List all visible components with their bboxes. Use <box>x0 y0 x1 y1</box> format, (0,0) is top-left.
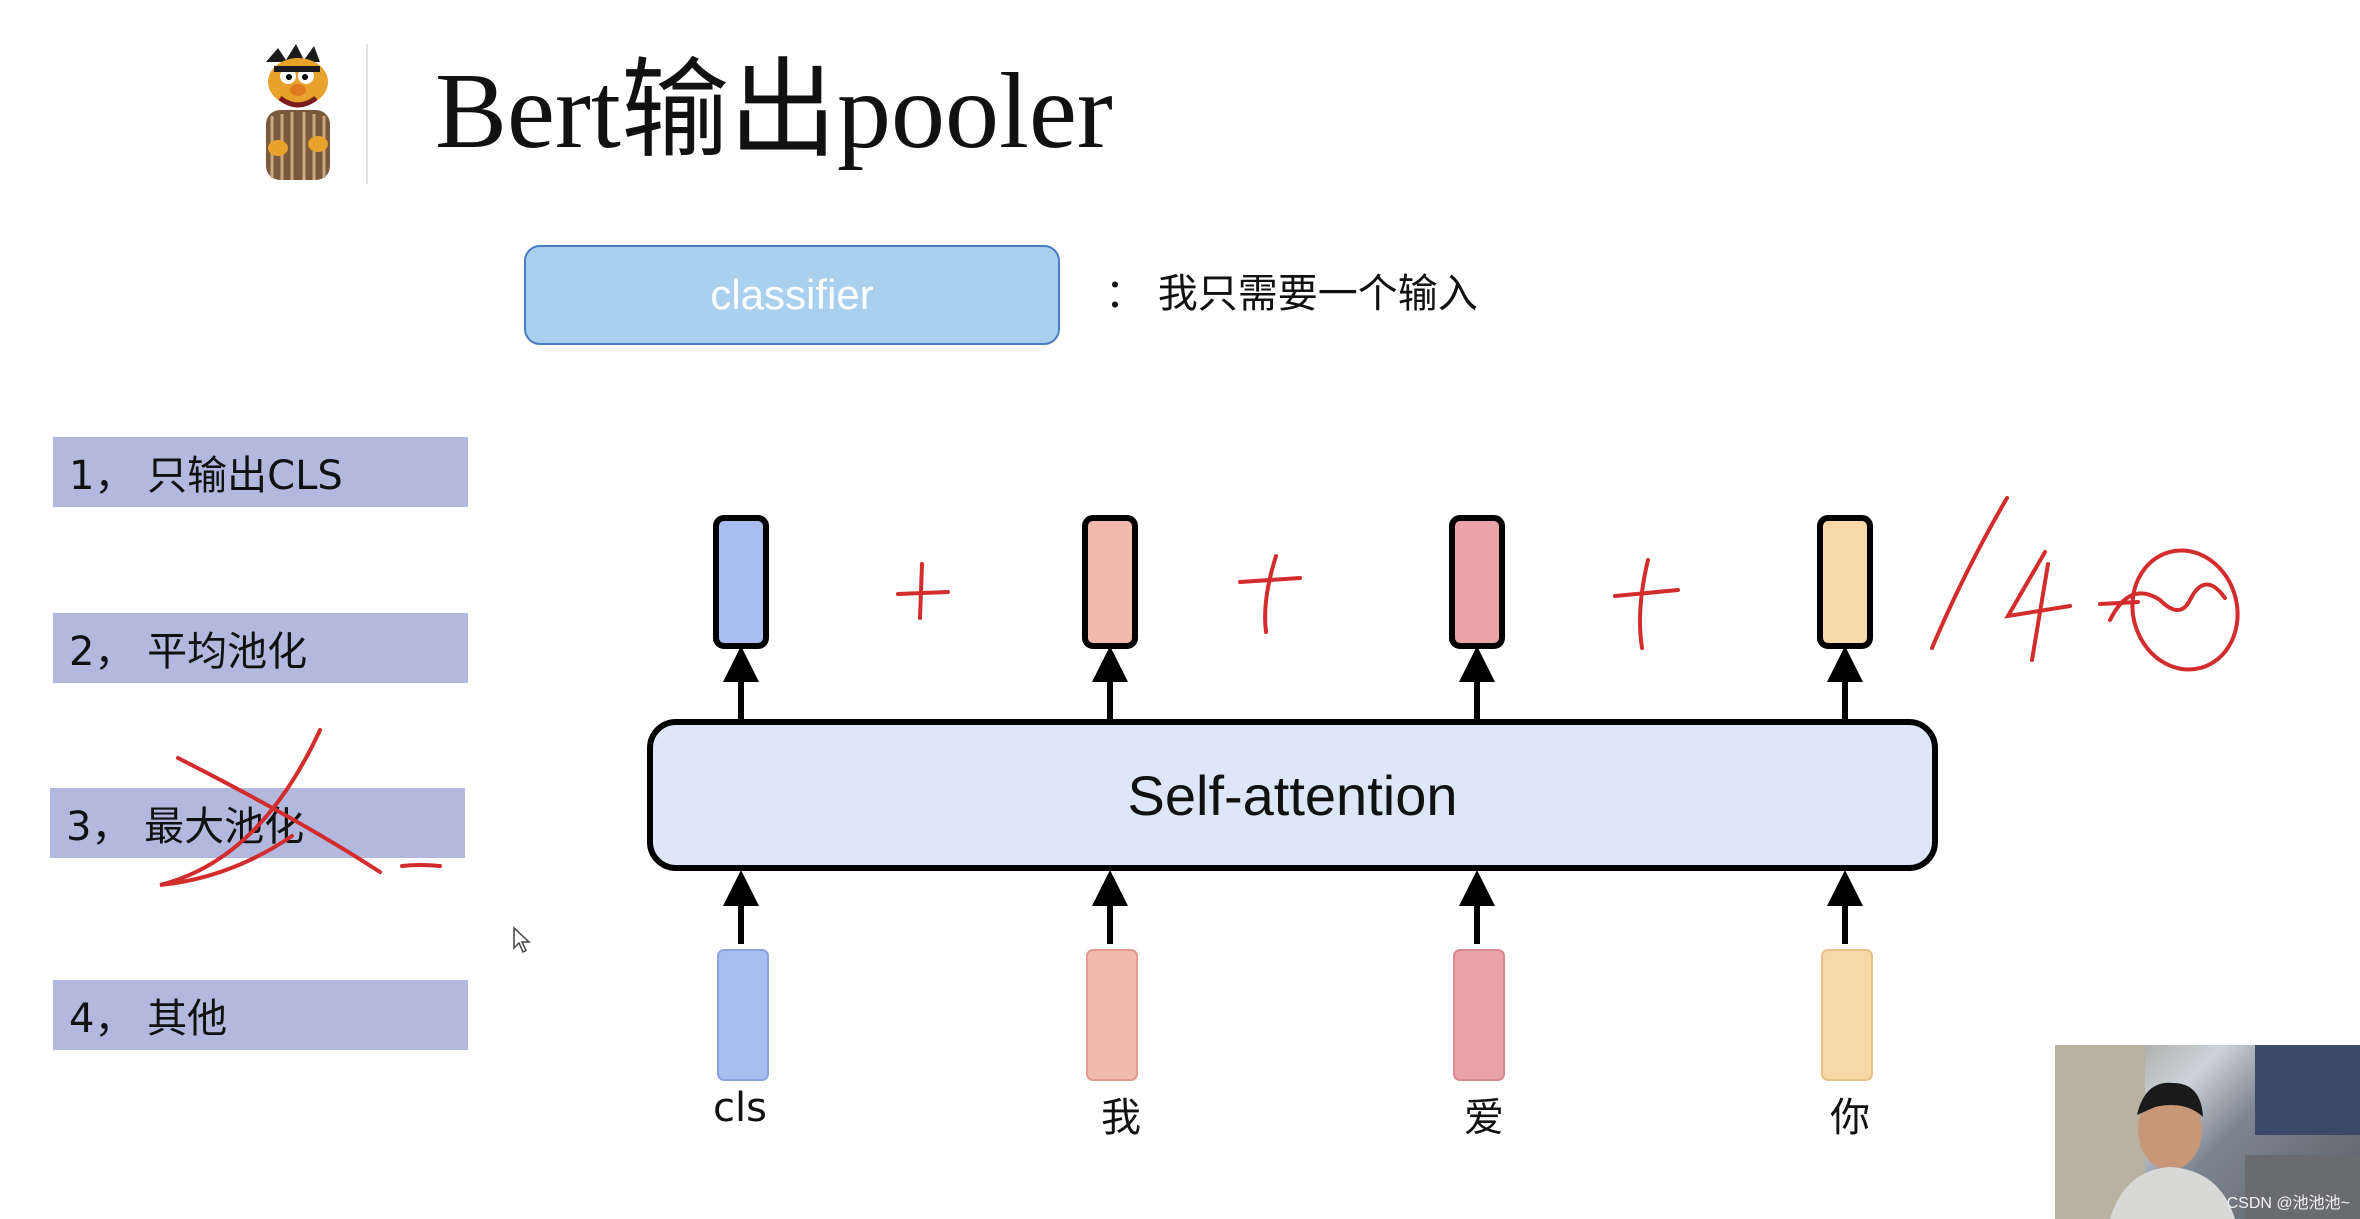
webcam-overlay: CSDN @池池池~ <box>2055 1045 2360 1219</box>
input-vector-cls <box>717 949 769 1081</box>
option-label: 2， 平均池化 <box>69 629 308 675</box>
token-label-ni: 你 <box>1830 1095 1870 1141</box>
output-vector-ni <box>1817 515 1873 649</box>
classifier-label: classifier <box>710 271 874 318</box>
self-attention-block <box>647 719 1938 871</box>
webcam-person-image <box>2055 1045 2360 1219</box>
title-divider <box>366 44 368 184</box>
mouse-cursor-icon <box>512 926 532 958</box>
number-768-circle <box>2130 548 2240 672</box>
option-only-cls: 1， 只输出CLS <box>53 437 468 507</box>
handwritten-annotations <box>159 496 2240 887</box>
bert-mascot-icon <box>248 40 348 185</box>
option-label: 3， 最大池化 <box>66 804 305 850</box>
plus-sign-1 <box>896 562 950 620</box>
self-attention-label: Self-attention <box>1127 763 1458 827</box>
classifier-note: ： 我只需要一个输入 <box>1105 271 1478 317</box>
classifier-box: classifier <box>524 245 1060 345</box>
option-other: 4， 其他 <box>53 980 468 1050</box>
output-vector-cls <box>713 515 769 649</box>
option-mean-pooling: 2， 平均池化 <box>53 613 468 683</box>
cross-out-mark <box>159 728 442 887</box>
plus-sign-3 <box>1613 558 1680 650</box>
token-label-cls: cls <box>713 1085 767 1131</box>
option-label: 1， 只输出CLS <box>69 453 343 499</box>
slash-mark <box>1930 496 2009 650</box>
token-label-ai: 爱 <box>1464 1095 1504 1141</box>
plus-sign-2 <box>1238 554 1302 634</box>
input-vector-ai <box>1453 949 1505 1081</box>
option-label: 4， 其他 <box>69 996 228 1042</box>
input-vector-ni <box>1821 949 1873 1081</box>
watermark-text: CSDN @池池池~ <box>2226 1195 2350 1212</box>
token-label-wo: 我 <box>1101 1095 1141 1141</box>
input-vector-wo <box>1086 949 1138 1081</box>
output-vector-wo <box>1082 515 1138 649</box>
digit-four <box>2004 550 2072 662</box>
number-768-scribble <box>2108 582 2227 622</box>
slide-title: Bert输出pooler <box>435 52 1113 171</box>
output-vector-ai <box>1449 515 1505 649</box>
